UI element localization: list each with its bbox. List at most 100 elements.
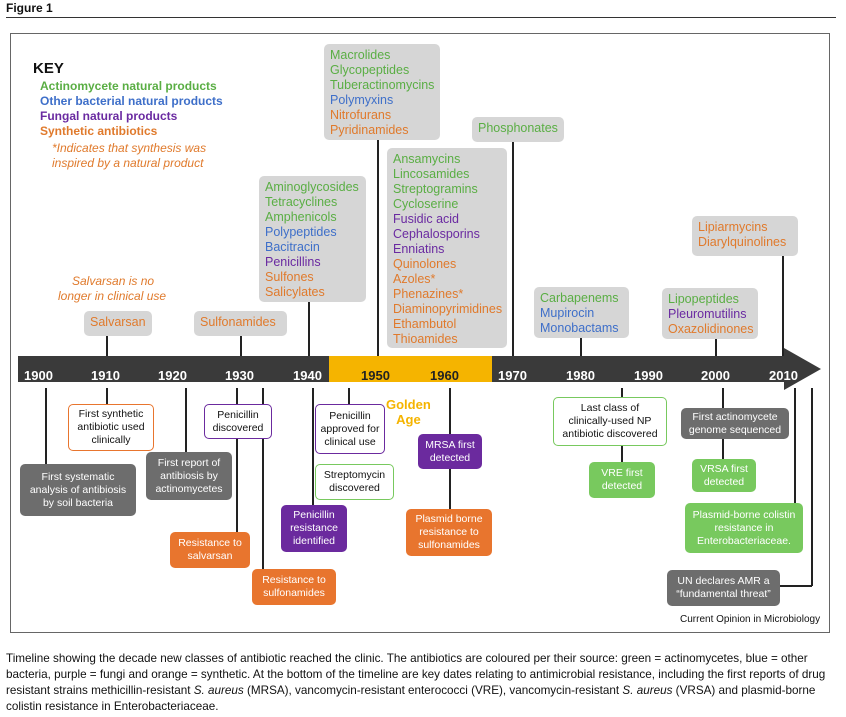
antibiotic-class-c1950b-11: Ethambutol — [393, 317, 457, 331]
figure-label: Figure 1 — [6, 1, 53, 15]
connector — [782, 256, 784, 362]
timeline-year-1930: 1930 — [225, 368, 254, 383]
connector — [449, 388, 451, 436]
antibiotic-class-c2000b-0: Lipiarmycins — [698, 220, 768, 234]
connector — [794, 388, 796, 503]
antibiotic-class-c1950b-3: Cycloserine — [393, 197, 459, 211]
antibiotic-class-c1950b-12: Thioamides — [393, 332, 458, 346]
connector — [715, 338, 717, 362]
key-note-line1: *Indicates that synthesis was — [52, 141, 207, 155]
antibiotic-class-c1940s-5: Penicillins — [265, 255, 321, 269]
antibiotic-class-c1940s-6: Sulfones — [265, 270, 314, 284]
connector — [780, 585, 812, 587]
antibiotic-class-c1980-0: Carbapenems — [540, 291, 619, 305]
event-un-declares-amr: UN declares AMR a“fundamental threat” — [667, 570, 780, 606]
connector — [621, 388, 623, 398]
antibiotic-class-c1950b-1: Lincosamides — [393, 167, 470, 181]
connector — [811, 388, 813, 586]
connector — [722, 388, 724, 408]
timeline-year-1940: 1940 — [293, 368, 322, 383]
timeline-year-1920: 1920 — [158, 368, 187, 383]
class-box-sulfonamides: Sulfonamides — [194, 311, 287, 336]
connector — [262, 388, 264, 570]
connector — [185, 388, 187, 454]
antibiotic-class-c1950a-0: Macrolides — [330, 48, 391, 62]
antibiotic-class-c1950b-6: Enniatins — [393, 242, 445, 256]
antibiotic-class-c2000a-0: Lipopeptides — [668, 292, 739, 306]
connector — [312, 388, 314, 506]
connector — [348, 388, 350, 406]
class-box-salvarsan: Salvarsan — [84, 311, 152, 336]
timeline-year-2010: 2010 — [769, 368, 798, 383]
connector — [240, 334, 242, 362]
antibiotic-class-c2000a-2: Oxazolidinones — [668, 322, 754, 336]
antibiotic-class-c1950a-4: Nitrofurans — [330, 108, 392, 122]
connector — [377, 139, 379, 362]
antibiotic-class-c1940s-7: Salicylates — [265, 285, 325, 299]
timeline-year-1960: 1960 — [430, 368, 459, 383]
connector — [236, 388, 238, 533]
timeline-year-1900: 1900 — [24, 368, 53, 383]
antibiotic-class-c1950b-5: Cephalosporins — [393, 227, 480, 241]
connector — [621, 446, 623, 462]
timeline-year-1970: 1970 — [498, 368, 527, 383]
connector — [722, 438, 724, 460]
antibiotic-class-c1950b-7: Quinolones — [393, 257, 457, 271]
timeline-year-1910: 1910 — [91, 368, 120, 383]
antibiotic-class-c1950b-4: Fusidic acid — [393, 212, 459, 226]
antibiotic-class-sulfonamides-0: Sulfonamides — [200, 315, 276, 329]
antibiotic-class-c2000a-1: Pleuromutilins — [668, 307, 747, 321]
key-actinomycete: Actinomycete natural products — [40, 79, 217, 93]
antibiotic-class-c1950b-8: Azoles* — [393, 272, 436, 286]
golden-age-band — [329, 356, 492, 382]
key-other-bacterial: Other bacterial natural products — [40, 94, 223, 108]
antibiotic-class-c2000b-1: Diarylquinolines — [698, 235, 787, 249]
antibiotic-class-c1940s-1: Tetracyclines — [265, 195, 338, 209]
key-note-line2: inspired by a natural product — [52, 156, 204, 170]
antibiotic-class-salvarsan-0: Salvarsan — [90, 315, 146, 329]
figure-caption: Timeline showing the decade new classes … — [6, 652, 826, 713]
connector — [512, 141, 514, 362]
antibiotic-class-c1950a-2: Tuberactinomycins — [330, 78, 435, 92]
salvarsan-note-line2: longer in clinical use — [58, 289, 167, 303]
key-synthetic: Synthetic antibiotics — [40, 124, 158, 138]
figure-frame — [10, 33, 830, 633]
antibiotic-class-c1950b-10: Diaminopyrimidines — [393, 302, 503, 316]
golden-age-label: Golden Age — [386, 397, 431, 427]
antibiotic-class-c1950a-1: Glycopeptides — [330, 63, 410, 77]
journal-credit: Current Opinion in Microbiology — [680, 614, 821, 625]
antibiotic-class-c1950a-5: Pyridinamides — [330, 123, 409, 137]
timeline-bar — [18, 348, 821, 390]
connector — [106, 388, 108, 406]
timeline-year-1950: 1950 — [361, 368, 390, 383]
antibiotic-class-c1940s-4: Bacitracin — [265, 240, 320, 254]
timeline-year-1980: 1980 — [566, 368, 595, 383]
connector — [449, 468, 451, 510]
antibiotic-class-c1950b-9: Phenazines* — [393, 287, 464, 301]
salvarsan-note-line1: Salvarsan is no — [72, 274, 155, 288]
antibiotic-class-c1980-1: Mupirocin — [540, 306, 595, 320]
connector — [580, 337, 582, 362]
timeline-year-2000: 2000 — [701, 368, 730, 383]
antibiotic-class-c1940s-2: Amphenicols — [265, 210, 337, 224]
key-fungal: Fungal natural products — [40, 109, 178, 123]
